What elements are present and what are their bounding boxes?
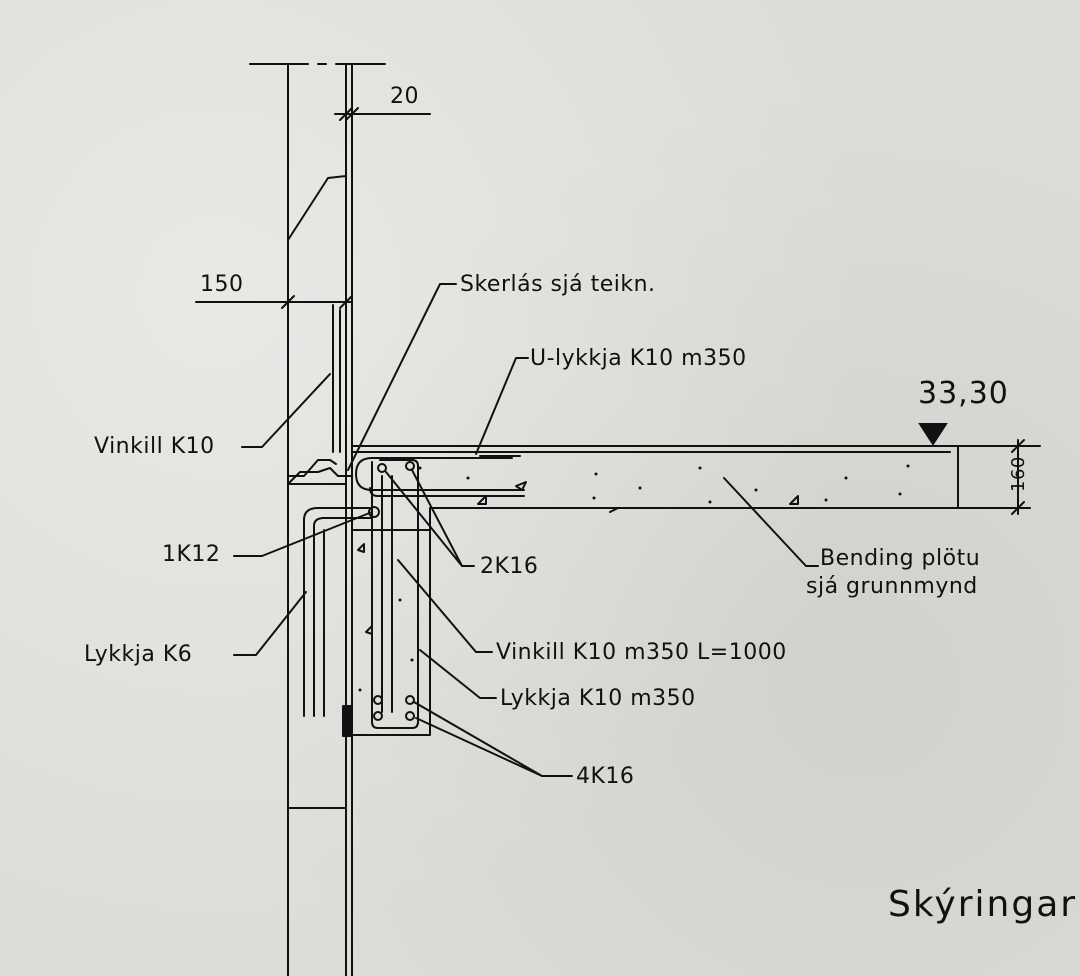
dim20-tick2 bbox=[345, 107, 359, 121]
rebar-4k16-a bbox=[373, 695, 383, 705]
label-skerlas: Skerlás sjá teikn. bbox=[460, 272, 656, 297]
label-vinkill-long: Vinkill K10 m350 L=1000 bbox=[496, 640, 787, 665]
upper-panel bbox=[287, 175, 347, 241]
elevation-marker bbox=[918, 423, 948, 446]
anchor-plate bbox=[342, 705, 353, 737]
label-bending-2: sjá grunnmynd bbox=[806, 574, 978, 599]
label-lykkja-k6: Lykkja K6 bbox=[84, 642, 193, 667]
rebar-2k16-a bbox=[377, 463, 387, 473]
leader-2k16 bbox=[385, 469, 475, 567]
label-lykkja-k10: Lykkja K10 m350 bbox=[500, 686, 696, 711]
leader-vinkill bbox=[241, 373, 331, 448]
rebar-4k16-c bbox=[373, 711, 383, 721]
leader-lykkja-k10 bbox=[419, 649, 497, 699]
label-vinkill: Vinkill K10 bbox=[94, 434, 215, 459]
dim20-tick1 bbox=[339, 107, 353, 121]
label-2k16: 2K16 bbox=[480, 554, 539, 579]
leader-4k16 bbox=[413, 701, 573, 777]
leader-u-lykkja bbox=[475, 357, 529, 455]
rebar-4k16-d bbox=[405, 711, 415, 721]
dimension-20: 20 bbox=[390, 84, 419, 109]
panel-block bbox=[287, 239, 347, 303]
panel-lower-block bbox=[287, 483, 347, 809]
leader-lykkja-k6 bbox=[233, 591, 307, 656]
leader-vinkill-long bbox=[397, 559, 493, 653]
label-bending-1: Bending plötu bbox=[820, 546, 981, 571]
k6-loop bbox=[303, 507, 373, 717]
sheet-title: Skýringar bbox=[888, 884, 1078, 925]
dimension-150: 150 bbox=[200, 272, 244, 297]
rebar-4k16-b bbox=[405, 695, 415, 705]
panel-lower bbox=[287, 301, 337, 477]
dimension-160: 160 bbox=[1008, 456, 1029, 492]
leader-bending bbox=[723, 477, 819, 567]
dim150-tick2 bbox=[339, 295, 353, 309]
leader-skerlas bbox=[347, 283, 457, 471]
leader-1k12 bbox=[233, 511, 373, 557]
label-4k16: 4K16 bbox=[576, 764, 635, 789]
panel-joint bbox=[287, 467, 353, 485]
u-lykkja-bar bbox=[355, 457, 525, 491]
lykkja-k10 bbox=[371, 459, 419, 729]
label-1k12: 1K12 bbox=[162, 542, 221, 567]
rebar-2k16-b bbox=[405, 461, 415, 471]
beam-outline bbox=[351, 507, 431, 736]
rebar-1k12 bbox=[368, 506, 380, 518]
elevation-label: 33,30 bbox=[918, 376, 1009, 411]
label-u-lykkja: U-lykkja K10 m350 bbox=[530, 346, 747, 371]
